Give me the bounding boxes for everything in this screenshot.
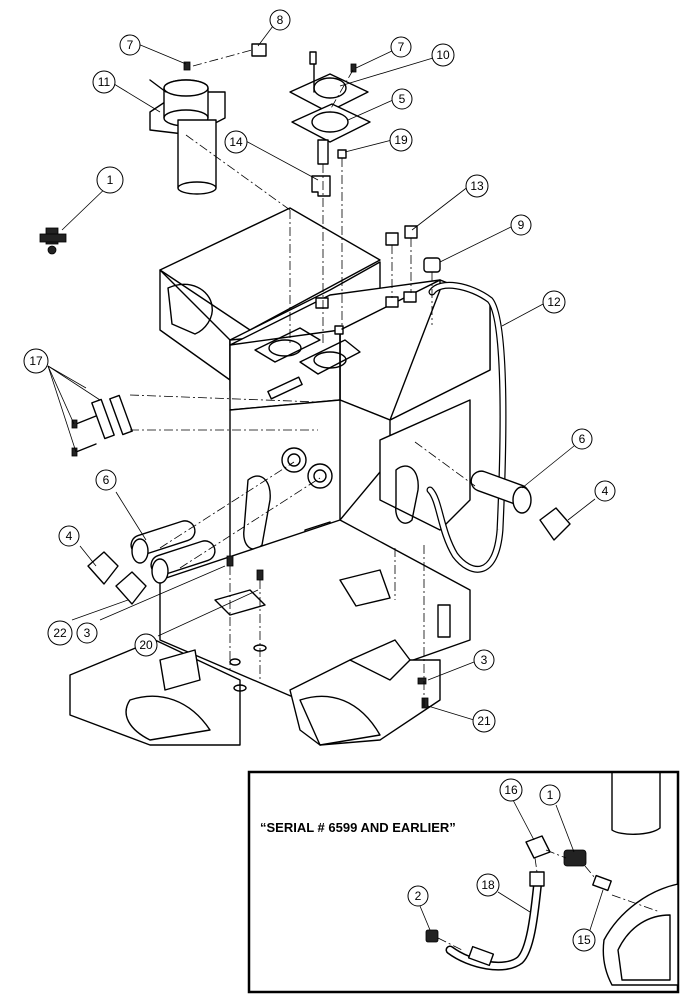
callout-1-inset-label: 1 (547, 788, 554, 802)
callout-12-label: 12 (547, 295, 561, 309)
callout-14-label: 14 (229, 135, 243, 149)
callout-21-label: 21 (477, 714, 491, 728)
callout-18: 18 (476, 873, 500, 897)
inset-title: “SERIAL # 6599 AND EARLIER” (260, 820, 456, 835)
callout-22: 22 (47, 620, 73, 646)
callout-1: 1 (96, 166, 124, 194)
callout-12: 12 (542, 290, 566, 314)
callout-6-left-label: 6 (103, 473, 110, 487)
callout-19: 19 (389, 128, 413, 152)
callout-1-label: 1 (107, 173, 114, 187)
callout-6-right: 6 (571, 428, 593, 450)
callout-2-label: 2 (415, 889, 422, 903)
callout-5-label: 5 (399, 92, 406, 106)
callout-8: 8 (269, 9, 291, 31)
callout-19-label: 19 (394, 133, 408, 147)
callout-16-label: 16 (504, 783, 518, 797)
callout-3-left-label: 3 (84, 626, 91, 640)
callout-20-label: 20 (139, 638, 153, 652)
callout-15: 15 (572, 928, 596, 952)
callout-3-right-label: 3 (481, 653, 488, 667)
callout-14: 14 (224, 130, 248, 154)
callout-7-left-label: 7 (127, 38, 134, 52)
callout-17-label: 17 (29, 354, 43, 368)
bracket-17 (71, 394, 133, 457)
callout-11: 11 (92, 70, 116, 94)
callout-8-label: 8 (277, 13, 284, 27)
callout-9-label: 9 (518, 218, 525, 232)
valve-1 (39, 227, 67, 255)
mount-studs (226, 555, 429, 709)
alignment-lines (129, 49, 476, 710)
callout-6-left: 6 (95, 469, 117, 491)
callout-15-label: 15 (577, 933, 591, 947)
callout-20: 20 (134, 633, 158, 657)
callout-1-inset: 1 (539, 784, 561, 806)
callout-3-right: 3 (473, 649, 495, 671)
callout-3-left: 3 (76, 622, 98, 644)
callout-4-left: 4 (58, 525, 80, 547)
callout-2: 2 (407, 885, 429, 907)
callout-11-label: 11 (98, 75, 111, 89)
frame-body (159, 207, 491, 636)
callout-13: 13 (465, 174, 489, 198)
callout-21: 21 (472, 709, 496, 733)
callout-7-right-label: 7 (398, 40, 405, 54)
inset-serial-6599: “SERIAL # 6599 AND EARLIER” 16 1 2 (247, 770, 680, 994)
callout-4-right: 4 (594, 480, 616, 502)
suction-tube-left (87, 520, 216, 605)
callout-6-right-label: 6 (579, 432, 586, 446)
callout-13-label: 13 (470, 179, 484, 193)
callout-4-left-label: 4 (66, 529, 73, 543)
callout-18-label: 18 (481, 878, 495, 892)
callout-9: 9 (510, 214, 532, 236)
callout-4-right-label: 4 (602, 484, 609, 498)
callout-7-right: 7 (390, 36, 412, 58)
base-plate (69, 519, 471, 746)
callout-7-left: 7 (119, 34, 141, 56)
callout-17: 17 (23, 348, 49, 374)
callout-10: 10 (431, 43, 455, 67)
callout-16: 16 (499, 778, 523, 802)
callout-22-label: 22 (53, 626, 67, 640)
filler-breather-assembly (149, 43, 441, 273)
callout-5: 5 (391, 88, 413, 110)
callout-10-label: 10 (436, 48, 450, 62)
leader-lines (47, 21, 596, 721)
suction-tube-right (470, 470, 571, 541)
